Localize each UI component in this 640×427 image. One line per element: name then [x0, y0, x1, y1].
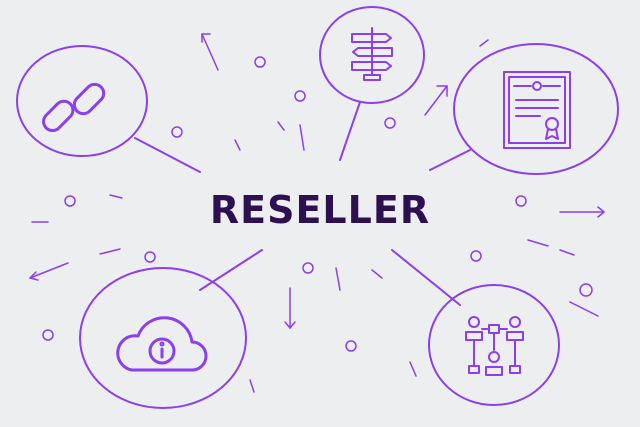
cloud-info-node — [79, 267, 247, 409]
signpost-node — [319, 6, 425, 104]
team-network-icon — [465, 316, 524, 376]
chain-link-node — [16, 45, 148, 157]
connector-lines — [134, 101, 471, 306]
decorative-marks — [29, 33, 605, 393]
certificate-node — [453, 43, 619, 175]
cloud-info-icon — [116, 316, 208, 372]
reseller-title: RESELLER — [209, 188, 431, 232]
signpost-icon — [351, 27, 393, 81]
team-network-node — [428, 284, 560, 406]
certificate-icon — [503, 71, 571, 149]
chain-link-icon — [42, 82, 106, 133]
